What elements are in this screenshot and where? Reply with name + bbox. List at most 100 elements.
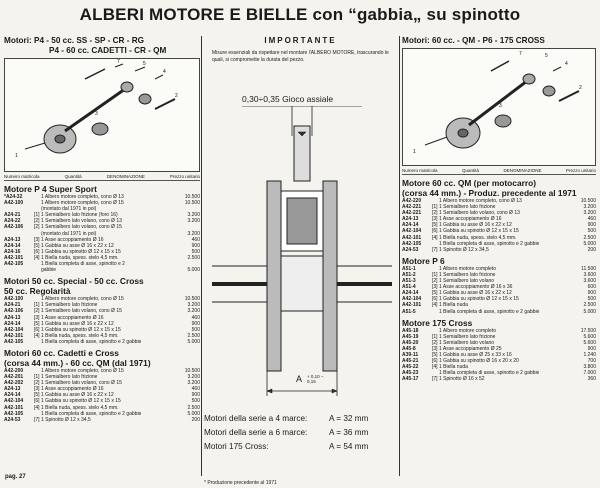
part-code: A24-14: [4, 242, 21, 249]
part-price: 7.000: [583, 370, 596, 377]
part-code: A39-11: [402, 351, 419, 358]
part-ref: [1]: [432, 333, 438, 340]
table-row: A24-14[5]1 Gabbia su asse Ø 16 x 22 x 12…: [402, 222, 596, 228]
col-header-desc: DENOMINAZIONE: [503, 168, 542, 173]
part-code: A24-21: [4, 302, 21, 309]
part-code: A24-53: [402, 246, 419, 253]
part-price: 10.500: [580, 198, 596, 204]
part-code: A24-16: [4, 248, 21, 255]
footnote: * Produzione precedente al 1971: [204, 480, 277, 486]
part-code: A24-14: [4, 320, 21, 327]
motori-heading-right: Motori: 60 cc. - QM - P6 - 175 CROSS: [402, 36, 545, 45]
svg-text:3: 3: [95, 111, 98, 117]
col-header-price: Prezzo unitario: [565, 168, 596, 173]
part-description: 1 Semialbero lato frizione: [41, 374, 98, 381]
part-description: 1 Spinotto Ø 12 x 34,5: [41, 416, 91, 423]
part-price: 460: [191, 236, 200, 243]
section-title: Motore 175 Cross: [402, 317, 473, 328]
serie-value: A = 54 mm: [329, 442, 369, 451]
part-price: 5.600: [583, 333, 596, 340]
part-price: 3.200: [187, 230, 200, 237]
part-ref: [4]: [34, 404, 40, 411]
part-ref: [6]: [34, 248, 40, 255]
table-row: A24-14[5]1 Gabbia su asse Ø 16 x 22 x 12…: [402, 290, 596, 296]
part-ref: [2]: [34, 224, 40, 231]
part-code: A42-100: [4, 296, 24, 303]
part-price: 5.000: [583, 308, 596, 315]
part-price: 200: [191, 416, 200, 423]
center-column: IMPORTANTE Misure essenziali da rispetta…: [204, 36, 397, 486]
table-row: A24-21[1]1 Semialbero lato frizione (for…: [4, 212, 200, 218]
part-price: 900: [587, 290, 596, 297]
part-description: 1 Semialbero lato volano, cono Ø 15: [41, 308, 122, 315]
part-code: A45-22: [402, 364, 419, 371]
part-price: 460: [191, 386, 200, 393]
part-description: 1 Gabbia su asse Ø 16 x 22 x 12: [41, 242, 114, 249]
part-price: 10.500: [184, 200, 200, 207]
part-code: A42-202: [4, 380, 24, 387]
part-price: 460: [191, 314, 200, 321]
part-description: 1 Biella completa di asse, spinotto e 2 …: [41, 410, 142, 417]
section-title: Motore P 4 Super Sport: [4, 184, 97, 194]
part-ref: [1]: [34, 374, 40, 381]
part-description: 1 Semialbero lato frizione: [439, 271, 496, 278]
part-ref: [7]: [34, 416, 40, 423]
part-description: 1 Albero motore completo, cono Ø 13: [41, 194, 124, 200]
part-description: 1 Biella nuda, spess. stelo 4,5 mm.: [439, 234, 517, 241]
part-ref: [3]: [34, 386, 40, 393]
part-ref: [7]: [432, 376, 438, 383]
serie-item: Motori della serie a 6 marce:A = 36 mm: [204, 428, 397, 437]
part-price: 500: [587, 296, 596, 303]
part-ref: [5]: [432, 290, 438, 297]
part-description: 1 Semialbero lato volano: [439, 339, 495, 346]
part-price: 700: [587, 358, 596, 365]
part-ref: [1]: [34, 302, 40, 309]
part-ref: [3]: [432, 345, 438, 352]
svg-text:1: 1: [413, 149, 416, 155]
part-ref: [3]: [432, 284, 438, 291]
part-price: 460: [587, 216, 596, 223]
part-description: 1 Gabbia su spinotto Ø 12 x 15 x 15: [41, 326, 121, 333]
part-description: 1 Gabbia su spinotto Ø 12 x 15 x 15: [41, 248, 121, 255]
part-code: A45-19: [402, 333, 419, 340]
part-ref: [4]: [34, 332, 40, 339]
part-ref: [3]: [34, 236, 40, 243]
part-description: 1 Biella completa di asse, spinotto e 2 …: [41, 338, 142, 345]
part-description: 1 Gabbia su asse Ø 16 x 22 x 12: [439, 222, 512, 229]
table-row: A42-202[2]1 Semialbero lato volano, cono…: [4, 380, 200, 386]
part-description: 1 Gabbia su asse Ø 25 x 33 x 16: [439, 351, 512, 358]
part-ref: [34, 267, 41, 273]
part-price: 900: [191, 392, 200, 399]
part-ref: [4]: [34, 254, 40, 261]
part-ref: [5]: [34, 392, 40, 399]
part-price: 200: [587, 246, 596, 253]
part-description: 1 Gabbia su asse Ø 16 x 22 x 12: [439, 290, 512, 297]
part-description: gabbie: [41, 267, 57, 274]
table-row: A42-101[4]1 Biella nuda, spess. stelo 4,…: [4, 405, 200, 411]
part-code: A51-3: [402, 278, 416, 285]
part-code: A45-18: [402, 327, 419, 334]
crankshaft-section-diagram: [212, 106, 392, 396]
part-ref: [2]: [432, 339, 438, 346]
table-row: A42-104[6]1 Gabbia su spinotto Ø 12 x 15…: [402, 228, 596, 234]
part-price: 5.600: [583, 339, 596, 346]
serie-label: Motori della serie a 6 marce:: [204, 428, 308, 437]
part-ref: [6]: [432, 296, 438, 303]
part-price: 10.500: [184, 367, 200, 374]
table-row: A39-11[5]1 Gabbia su asse Ø 25 x 33 x 16…: [402, 352, 596, 358]
part-code: A42-105: [402, 240, 422, 247]
serie-label: Motori 175 Cross:: [204, 442, 269, 451]
table-row: A42-104[6]1 Gabbia su spinotto Ø 12 x 15…: [4, 398, 200, 404]
part-description: 1 Biella nuda, spess. stelo 4,5 mm.: [41, 332, 119, 339]
